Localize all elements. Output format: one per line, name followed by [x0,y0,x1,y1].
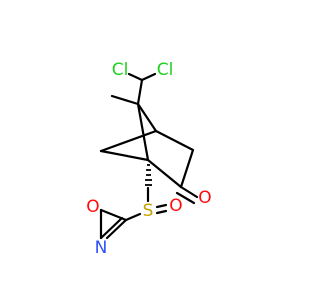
bond-chc-cl-right [140,72,157,82]
bond-c4-c5 [99,129,158,153]
bond-s-o-line2 [155,209,168,215]
bond-ketone-line2 [175,191,196,205]
bond-s-o-line1 [155,203,168,209]
bond-c2-c1 [146,158,183,189]
molecule-diagram: Cl Cl O S O O N [86,60,211,258]
bond-c3-c2 [179,148,195,189]
bond-c7-c4 [136,102,158,133]
bond-c5-c6 [99,149,150,162]
atom-label-ketone-o: O [198,188,211,208]
atom-label-ring-o: O [86,197,99,217]
bond-c7-c1 [136,102,150,162]
bond-s-ring-carbon [124,212,142,222]
atom-label-cl-right: Cl [157,60,174,80]
atom-label-s: S [143,201,154,221]
bond-ring-c-n-2 [99,216,124,240]
atom-label-cl-left: Cl [112,60,129,80]
bond-ring-c-n-1 [105,218,128,240]
bond-c7-chc [136,78,144,106]
atom-label-sulfonyl-o: O [169,196,182,216]
bond-c4-c3 [154,129,195,152]
structure-drawing: Cl Cl O S O O N [86,60,211,258]
bond-c7-methyl [110,94,140,106]
hashed-wedge-bond [145,164,152,186]
atom-label-ring-n: N [95,238,108,258]
bond-ketone-line1 [179,185,199,199]
bond-chc-cl-left [127,72,144,82]
